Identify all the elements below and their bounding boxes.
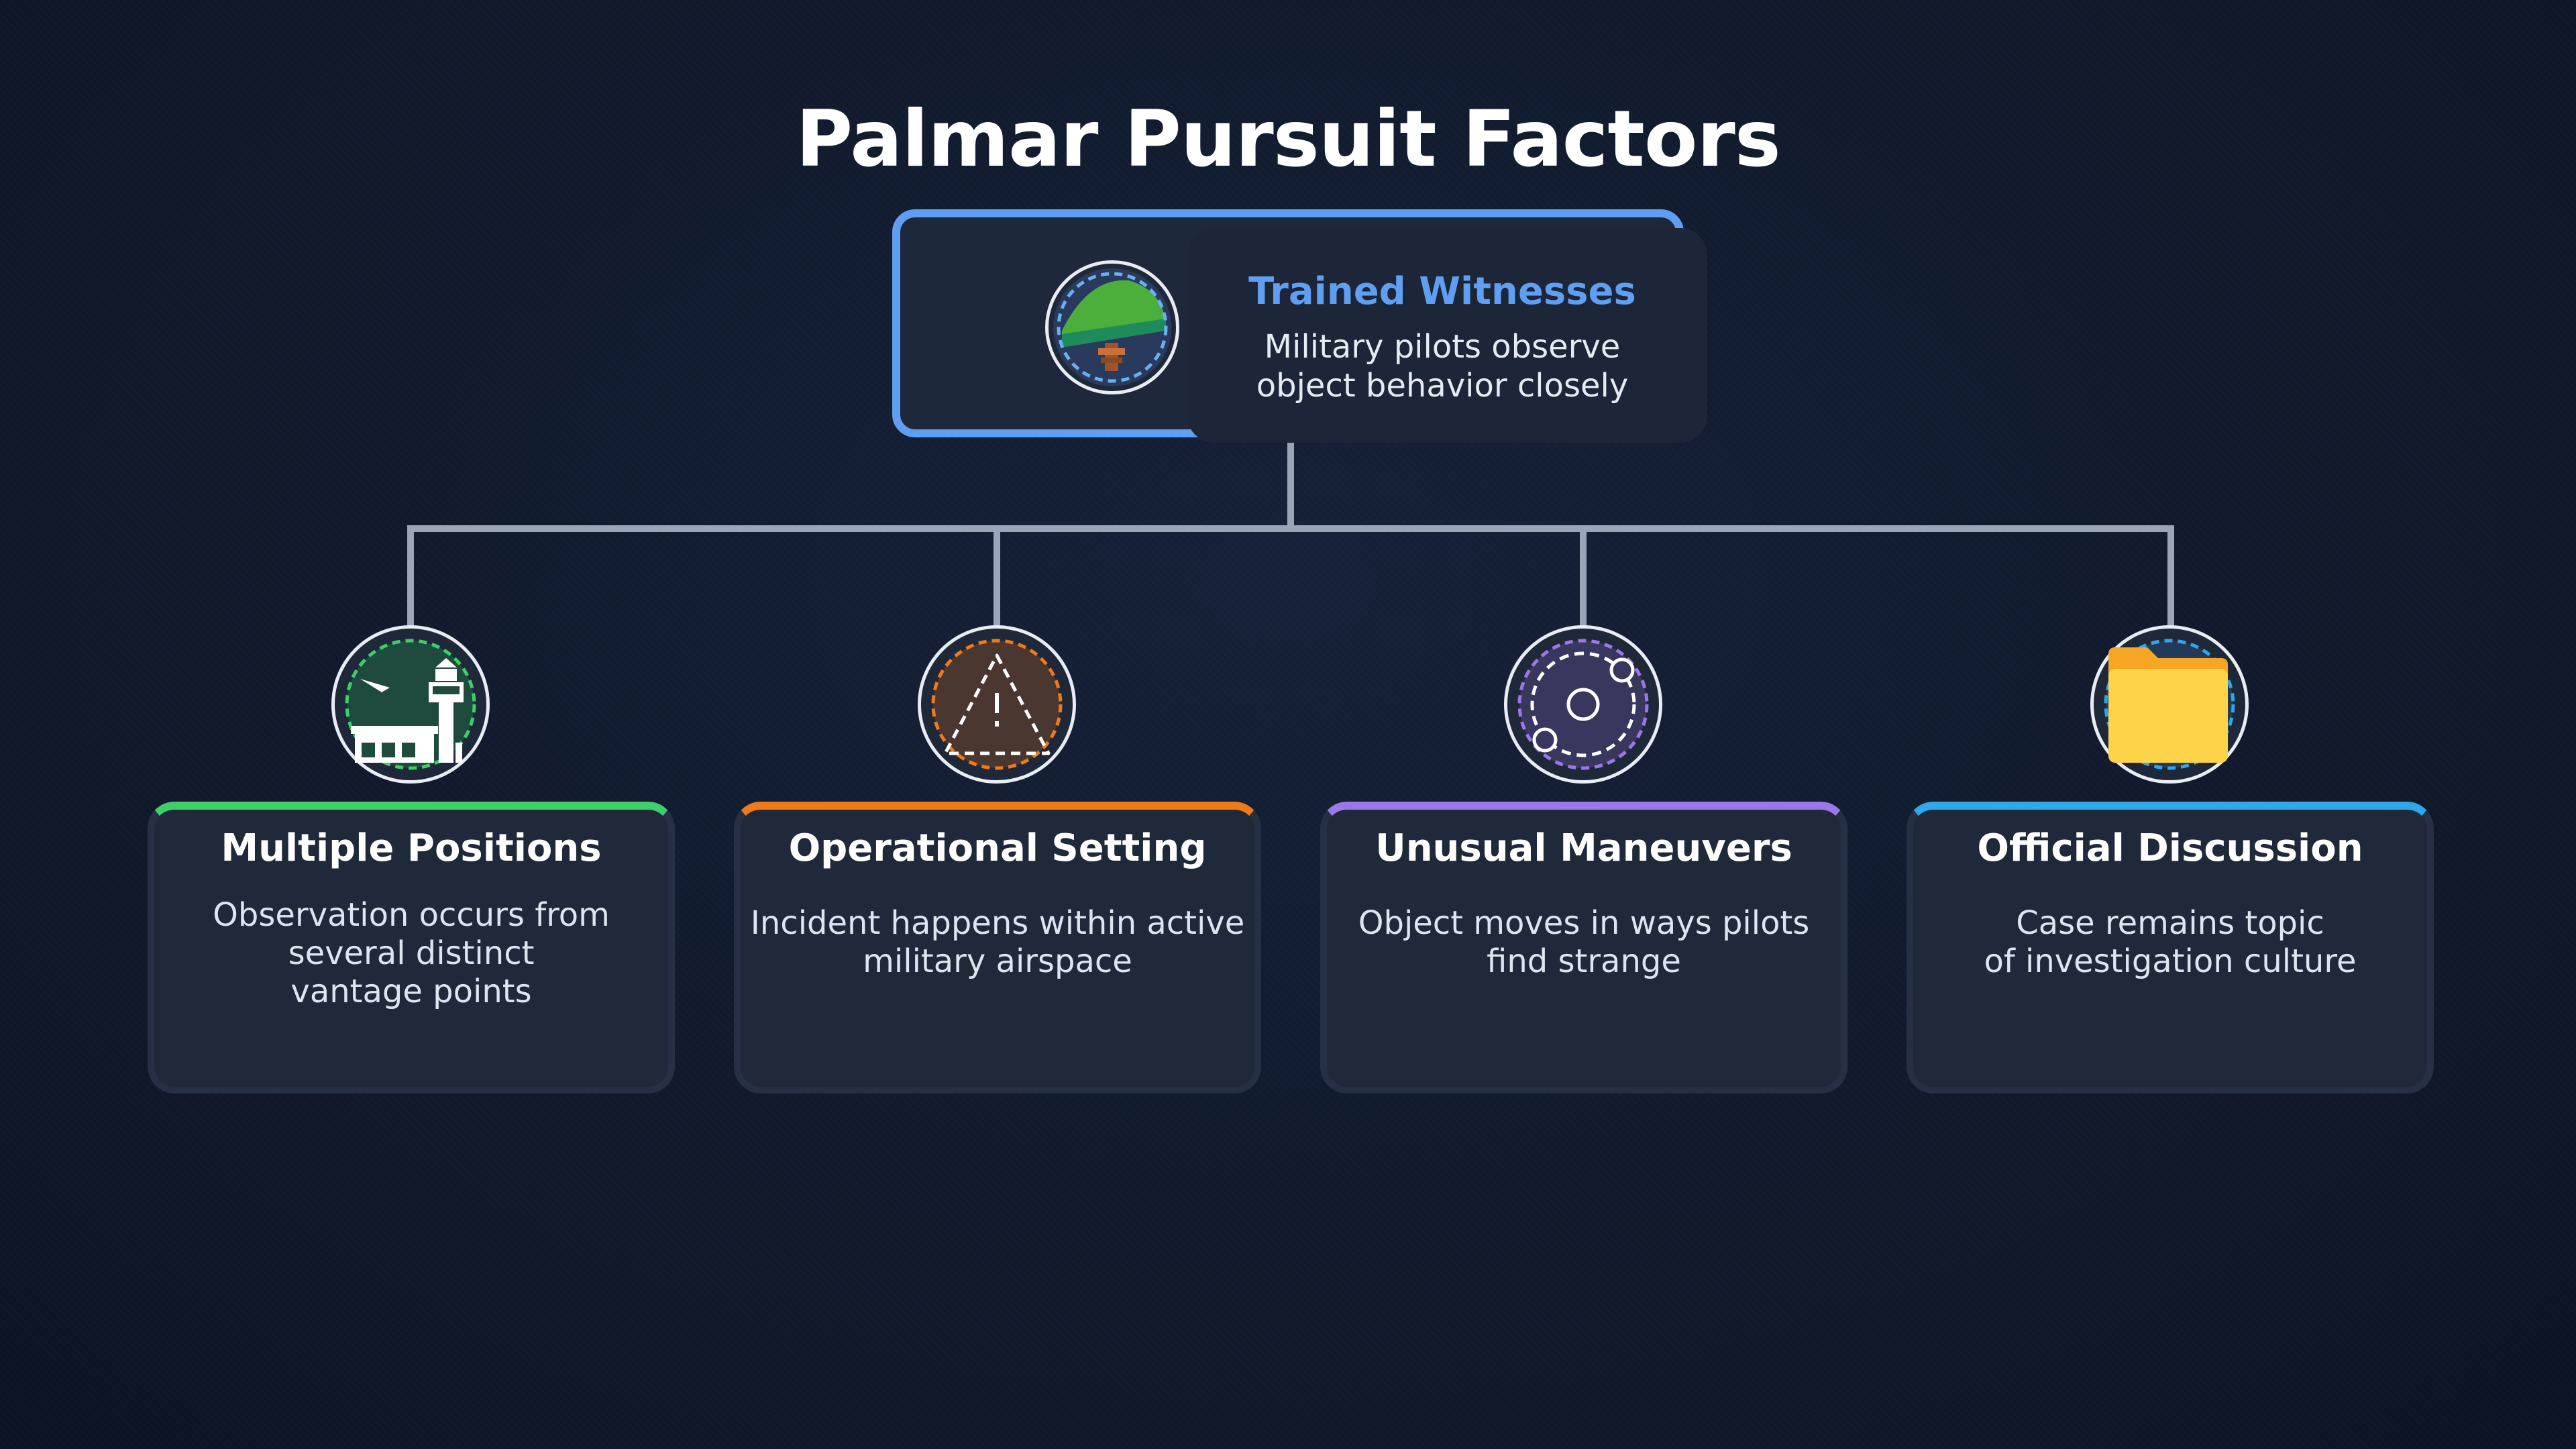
child-1-title: Multiple Positions xyxy=(221,826,602,870)
child-3-desc-line: Object moves in ways pilots xyxy=(1358,904,1810,942)
root-node-description: Military pilots observe object behavior … xyxy=(1201,327,1684,405)
warning-triangle-icon xyxy=(931,639,1063,770)
child-2-icon-badge xyxy=(918,625,1076,784)
root-node-title: Trained Witnesses xyxy=(1248,270,1636,313)
child-card-multiple-positions xyxy=(148,802,675,1093)
child-3-description: Object moves in ways pilots find strange xyxy=(1320,904,1847,981)
root-node-panel xyxy=(1187,228,1707,443)
child-card-official-discussion xyxy=(1907,802,2434,1093)
child-3-desc-line: find strange xyxy=(1487,943,1681,980)
child-1-desc-line: vantage points xyxy=(290,973,532,1010)
page-title: Palmar Pursuit Factors xyxy=(796,94,1781,184)
child-2-desc-line: military airspace xyxy=(863,943,1132,980)
child-4-title: Official Discussion xyxy=(1977,826,2363,870)
folder-icon xyxy=(2104,639,2235,770)
orbit-icon xyxy=(1517,639,1649,770)
child-1-desc-line: several distinct xyxy=(288,934,535,972)
child-4-icon-badge xyxy=(2090,625,2249,784)
root-desc-line: Military pilots observe xyxy=(1264,328,1621,366)
tree-landscape-icon xyxy=(1053,268,1171,386)
child-2-desc-line: Incident happens within active xyxy=(750,904,1245,942)
child-4-description: Case remains topic of investigation cult… xyxy=(1907,904,2434,981)
child-3-title: Unusual Maneuvers xyxy=(1375,826,1792,870)
child-2-title: Operational Setting xyxy=(788,826,1207,870)
child-4-desc-line: Case remains topic xyxy=(2016,904,2324,942)
airport-tower-icon xyxy=(345,639,476,770)
child-card-unusual-maneuvers xyxy=(1320,802,1847,1093)
root-desc-line: object behavior closely xyxy=(1256,367,1629,405)
child-3-icon-badge xyxy=(1504,625,1662,784)
child-1-description: Observation occurs from several distinct… xyxy=(148,896,675,1011)
child-1-desc-line: Observation occurs from xyxy=(213,896,610,934)
child-2-description: Incident happens within active military … xyxy=(734,904,1261,981)
child-card-operational-setting xyxy=(734,802,1261,1093)
child-1-icon-badge xyxy=(331,625,490,784)
child-4-desc-line: of investigation culture xyxy=(1984,943,2357,980)
root-icon-badge xyxy=(1045,260,1179,394)
